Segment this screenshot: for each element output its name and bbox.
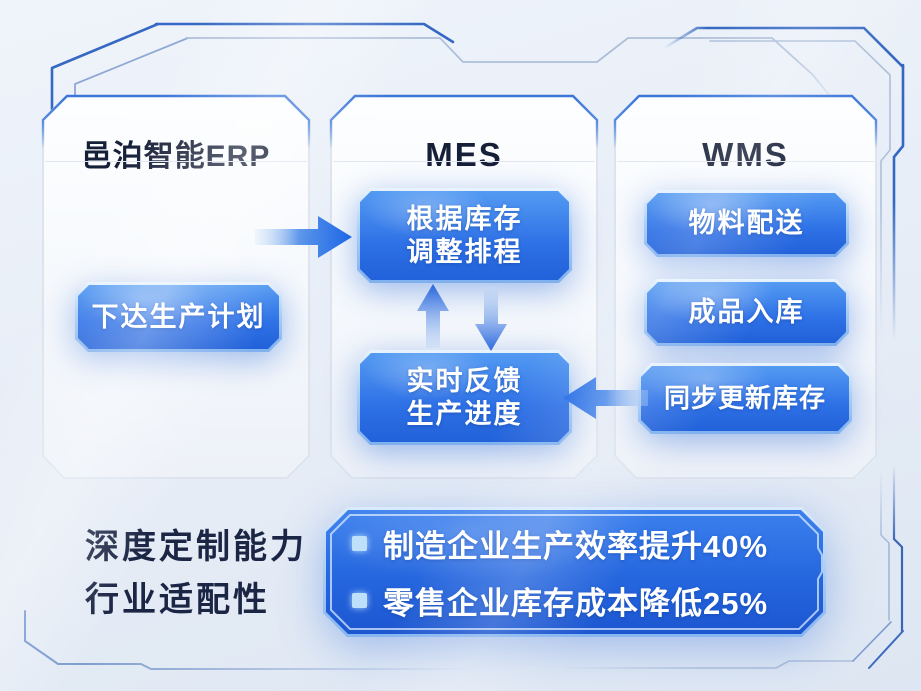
- panel-divider: [45, 161, 307, 162]
- panel-mes-title: MES: [425, 136, 503, 174]
- panel-wms-title: WMS: [702, 136, 789, 174]
- panel-wms: WMS 物料配送 成品入库 同步更新库存: [613, 94, 878, 479]
- stats-box-border: 制造企业生产效率提升40% 零售企业库存成本降低25%: [323, 507, 826, 637]
- node-label-line2: 生产进度: [406, 398, 523, 429]
- panel-divider: [333, 161, 595, 162]
- node-border: 物料配送: [644, 190, 849, 257]
- node-border: 实时反馈 生产进度: [357, 350, 572, 445]
- node-border: 成品入库: [644, 279, 849, 346]
- panel-erp: 邑泊智能ERP 下达生产计划: [41, 94, 311, 479]
- node-issue-production-plan: 下达生产计划: [75, 282, 282, 352]
- node-label: 成品入库: [688, 297, 805, 327]
- node-material-delivery: 物料配送: [644, 190, 849, 257]
- stat-text: 制造企业生产效率提升40%: [383, 529, 769, 565]
- node-border: 根据库存 调整排程: [357, 188, 572, 283]
- node-sync-inventory: 同步更新库存: [638, 363, 852, 434]
- node-adjust-scheduling: 根据库存 调整排程: [357, 188, 572, 283]
- node-label-line1: 实时反馈: [406, 365, 523, 396]
- capability-line1: 深度定制能力: [85, 528, 307, 566]
- node-border: 下达生产计划: [75, 282, 282, 352]
- node-label-line2: 调整排程: [406, 236, 523, 267]
- stats-box: 制造企业生产效率提升40% 零售企业库存成本降低25%: [323, 507, 826, 637]
- node-label: 下达生产计划: [91, 301, 266, 332]
- node-label-line1: 根据库存: [406, 203, 523, 234]
- stat-row: 制造企业生产效率提升40%: [352, 521, 823, 566]
- node-finished-goods-inbound: 成品入库: [644, 279, 849, 346]
- panel-divider: [617, 161, 874, 162]
- node-label: 物料配送: [688, 208, 805, 238]
- node-realtime-feedback: 实时反馈 生产进度: [357, 350, 572, 445]
- capability-line2: 行业适配性: [85, 581, 270, 619]
- stat-text: 零售企业库存成本降低25%: [383, 585, 769, 621]
- capability-text: 深度定制能力 行业适配性: [85, 521, 307, 627]
- node-border: 同步更新库存: [638, 363, 852, 434]
- panel-erp-title: 邑泊智能ERP: [81, 139, 271, 173]
- stat-row: 零售企业库存成本降低25%: [352, 578, 823, 623]
- node-label: 同步更新库存: [663, 383, 826, 413]
- panel-mes: MES 根据库存 调整排程 实时反馈 生产进度: [329, 94, 599, 479]
- bullet-square-icon: [352, 536, 367, 551]
- bullet-square-icon: [352, 593, 367, 608]
